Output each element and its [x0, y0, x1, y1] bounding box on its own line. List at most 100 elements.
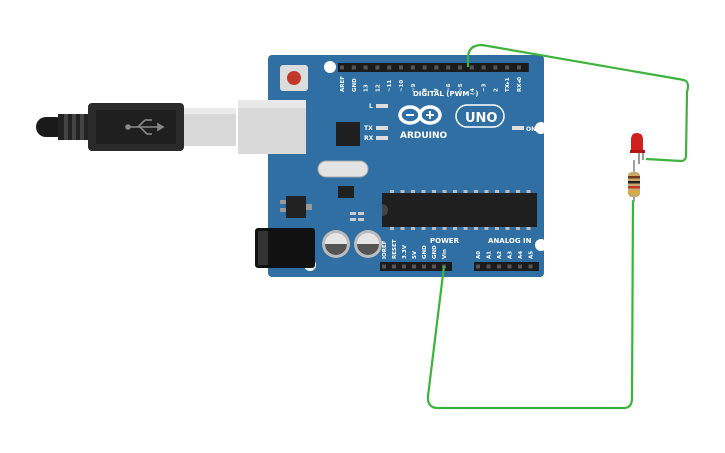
- pin-label: ~9: [411, 83, 417, 92]
- usb-cable[interactable]: [36, 103, 236, 151]
- header-pin[interactable]: [446, 65, 451, 70]
- pin-label: 5V: [412, 250, 418, 259]
- mcu-pin: [495, 227, 499, 230]
- pin-label: A3: [508, 251, 514, 259]
- header-pin[interactable]: [486, 264, 491, 269]
- resistor[interactable]: [628, 160, 640, 202]
- pin-label: GND: [432, 245, 438, 259]
- mounting-hole: [535, 239, 547, 251]
- svg-text:ON: ON: [526, 126, 536, 133]
- smd-parts: [350, 212, 364, 221]
- analog-header-label: ANALOG IN: [488, 237, 532, 245]
- header-pin[interactable]: [505, 65, 510, 70]
- power-header-label: POWER: [430, 237, 460, 245]
- mcu-pin: [463, 190, 468, 193]
- mcu-pin: [432, 227, 436, 230]
- pin-label: 12: [375, 84, 381, 92]
- reset-button[interactable]: [280, 65, 308, 91]
- header-pin[interactable]: [476, 264, 480, 269]
- mcu-pin: [432, 190, 436, 193]
- header-pin[interactable]: [422, 264, 426, 269]
- header-pin[interactable]: [412, 264, 416, 269]
- analog-header[interactable]: [474, 262, 539, 271]
- model-badge: UNO: [455, 104, 505, 128]
- header-pin[interactable]: [497, 264, 501, 269]
- mcu-pin: [463, 227, 468, 230]
- pin-label: Vin: [442, 249, 448, 259]
- header-pin[interactable]: [469, 65, 474, 70]
- power-header[interactable]: [380, 262, 452, 271]
- wire-gnd-to-resistor[interactable]: [426, 199, 635, 410]
- pin-label: GND: [352, 78, 358, 92]
- crystal-oscillator: [317, 160, 369, 178]
- header-pin[interactable]: [493, 65, 498, 70]
- header-pin[interactable]: [382, 264, 386, 269]
- header-pin[interactable]: [422, 65, 427, 70]
- pin-label: 7: [434, 88, 440, 92]
- led-tx-indicator: TX: [364, 125, 388, 132]
- header-pin[interactable]: [507, 264, 512, 269]
- mcu-pin: [516, 190, 520, 193]
- mcu-pin: [516, 227, 520, 230]
- header-pin[interactable]: [375, 65, 380, 70]
- header-pin[interactable]: [481, 65, 486, 70]
- led-l-indicator: L: [369, 103, 388, 110]
- svg-text:RX: RX: [364, 135, 374, 142]
- pin-label: ~10: [399, 80, 405, 92]
- mcu-pin: [421, 190, 426, 193]
- dc-power-jack: [255, 228, 315, 268]
- header-pin[interactable]: [351, 65, 356, 70]
- header-pin[interactable]: [410, 65, 415, 70]
- pin-label: IOREF: [382, 240, 388, 259]
- usb-b-port: [238, 100, 306, 154]
- mcu-pin: [411, 227, 415, 230]
- pin-label: ~5: [458, 83, 464, 92]
- header-pin[interactable]: [387, 65, 392, 70]
- header-pin[interactable]: [363, 65, 368, 70]
- usb-icon: [125, 119, 165, 135]
- header-pin[interactable]: [434, 65, 439, 70]
- wire-pin6-to-led[interactable]: [466, 43, 690, 163]
- atmega-microcontroller: [382, 190, 537, 230]
- pin-label: RX◂0: [517, 77, 523, 92]
- pin-label: AREF: [340, 76, 346, 92]
- pin-label: ~11: [387, 80, 393, 92]
- red-led[interactable]: [630, 133, 645, 164]
- usb-chip: [336, 122, 360, 146]
- pin-label: 13: [364, 84, 370, 92]
- header-pin[interactable]: [517, 65, 521, 70]
- pin-label: 2: [493, 88, 499, 92]
- capacitor: [322, 230, 350, 258]
- digital-header-label: DIGITAL (PWM~): [413, 90, 478, 98]
- mcu-pin: [411, 190, 415, 193]
- pin-label: A5: [529, 251, 535, 259]
- mcu-pin: [390, 227, 394, 230]
- header-pin[interactable]: [518, 264, 522, 269]
- header-pin[interactable]: [340, 65, 344, 70]
- mcu-pin: [400, 227, 405, 230]
- header-pin[interactable]: [402, 264, 406, 269]
- mcu-pin: [526, 190, 531, 193]
- header-pin[interactable]: [432, 264, 436, 269]
- pin-label: ~6: [446, 83, 452, 92]
- digital-header[interactable]: [338, 63, 529, 72]
- svg-text:UNO: UNO: [465, 111, 498, 126]
- mcu-pin: [474, 190, 478, 193]
- header-pin[interactable]: [399, 65, 403, 70]
- pin-label: A2: [497, 251, 503, 259]
- mcu-pin: [484, 227, 489, 230]
- voltage-regulator: [280, 196, 312, 218]
- header-pin[interactable]: [458, 65, 462, 70]
- mounting-hole: [324, 61, 336, 73]
- header-pin[interactable]: [392, 264, 396, 269]
- header-pin[interactable]: [528, 264, 533, 269]
- mcu-pin: [505, 190, 510, 193]
- pin-label: 3.3V: [402, 244, 408, 259]
- pin-label: GND: [422, 245, 428, 259]
- pin-label: ~3: [482, 83, 488, 92]
- capacitor: [354, 230, 382, 258]
